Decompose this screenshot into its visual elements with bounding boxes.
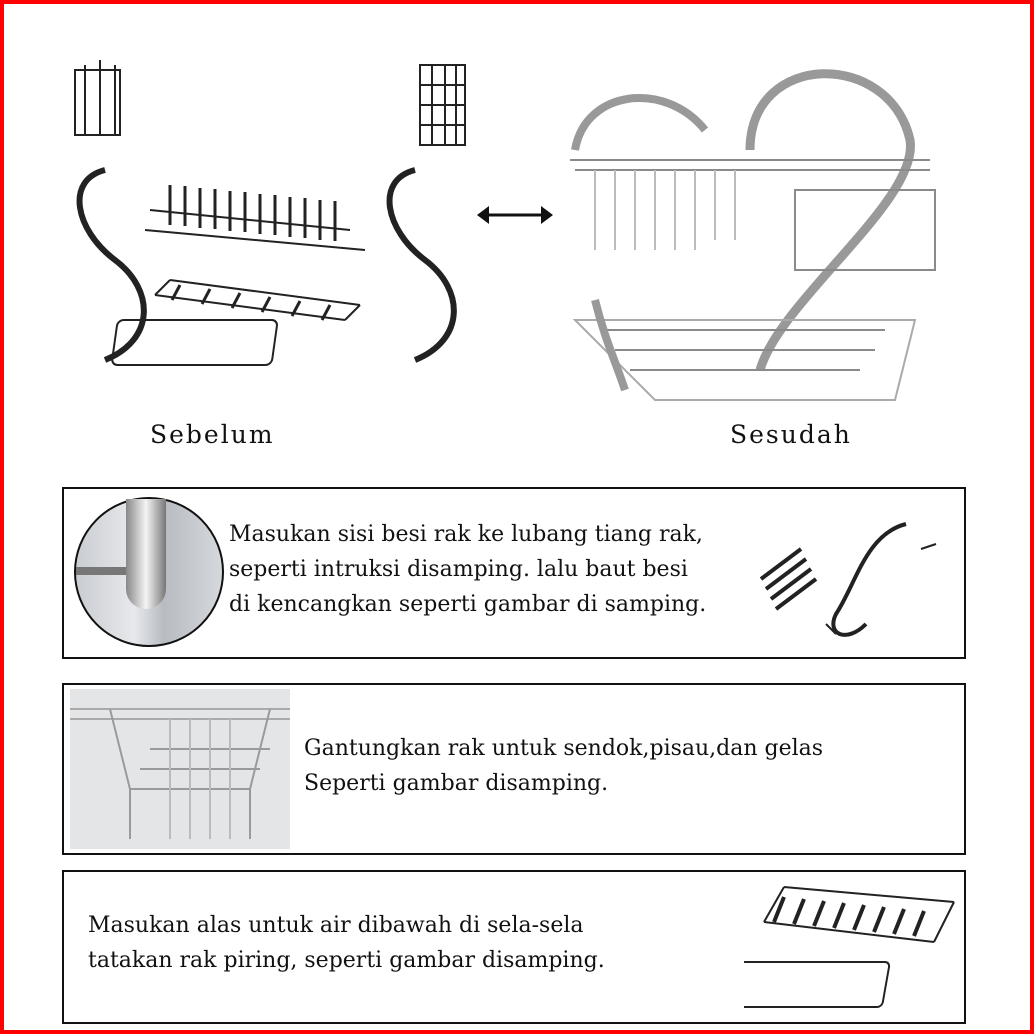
after-label: Sesudah (730, 420, 852, 449)
side-bolt-diagram (759, 522, 937, 637)
utensil-basket-drawing (419, 64, 466, 146)
step-3-line-1: Masukan alas untuk air dibawah di sela-s… (88, 913, 584, 938)
left-s-frame (76, 167, 147, 363)
double-arrow-icon (477, 206, 553, 224)
dish-rack-drawing (144, 185, 366, 251)
step-1-line-1: Masukan sisi besi rak ke lubang tiang ra… (229, 522, 703, 547)
step-1-line-2: seperti intruksi disamping. lalu baut be… (229, 557, 688, 582)
step-2-line-1: Gantungkan rak untuk sendok,pisau,dan ge… (304, 736, 824, 761)
hook-rack-drawing (74, 60, 121, 136)
step-2-box: Gantungkan rak untuk sendok,pisau,dan ge… (62, 683, 966, 855)
assembled-rack-photo (570, 69, 936, 401)
bolt-closeup-photo (74, 497, 224, 647)
step-2-line-2: Seperti gambar disamping. (304, 771, 609, 796)
before-label: Sebelum (150, 420, 275, 449)
drip-tray-drawing (111, 319, 278, 366)
bottom-rack-drawing (154, 279, 361, 321)
step-1-line-3: di kencangkan seperti gambar di samping. (229, 592, 707, 617)
exploded-rack-diagram (74, 60, 466, 366)
right-s-frame (386, 167, 457, 363)
tray-rack-diagram (744, 886, 955, 1008)
utensil-basket-photo (70, 689, 290, 849)
step-3-line-2: tatakan rak piring, seperti gambar disam… (88, 948, 605, 973)
step-3-box: Masukan alas untuk air dibawah di sela-s… (62, 870, 966, 1024)
step-1-box: Masukan sisi besi rak ke lubang tiang ra… (62, 487, 966, 659)
